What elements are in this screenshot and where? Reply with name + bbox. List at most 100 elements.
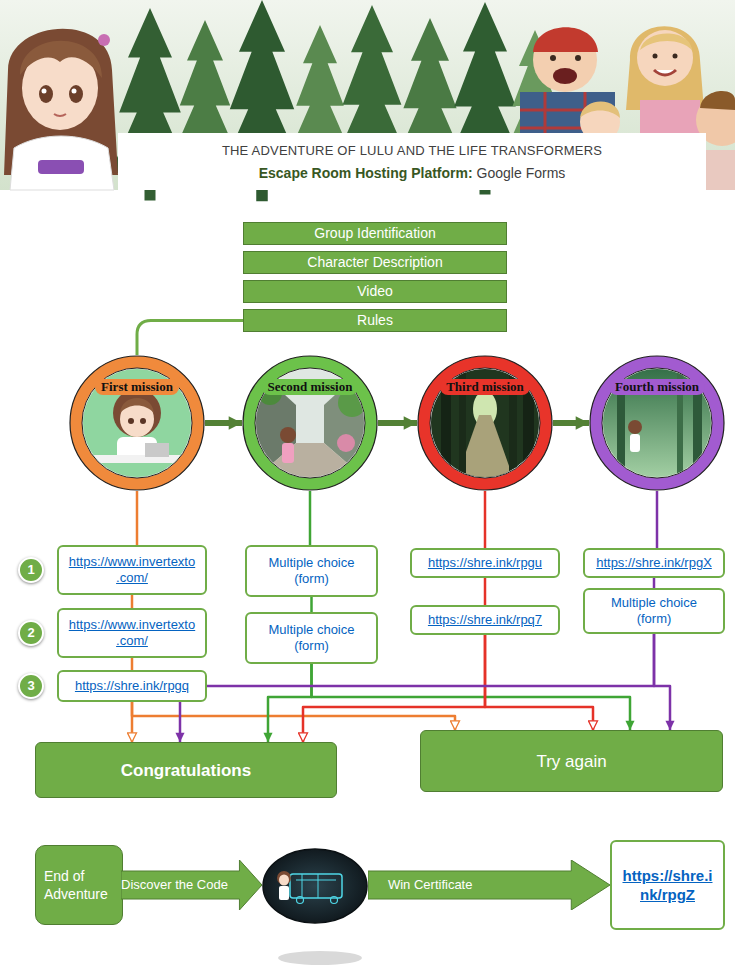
banner: [0, 0, 735, 190]
mission-picture: [250, 363, 370, 483]
arrow-shape: [368, 860, 610, 910]
mission-picture: [83, 455, 191, 463]
mission-circle: Second mission: [242, 355, 378, 491]
girl-avatar: [10, 136, 114, 190]
code-screen: [279, 875, 289, 886]
node-text: Video: [357, 283, 393, 300]
connector-line: [309, 491, 312, 545]
kids-photo: [700, 91, 735, 110]
connector-arrow: [205, 420, 242, 426]
node-text: Win Certificate: [388, 877, 473, 893]
kids-photo: [626, 26, 704, 110]
connector-line: [136, 491, 139, 545]
mission-picture: [120, 398, 154, 413]
node-text: https://shre.ink/rpgX: [596, 555, 712, 571]
step-bar: Video: [243, 280, 507, 303]
banner: [0, 0, 735, 201]
connector-line: [484, 578, 487, 605]
end-box: End of Adventure: [35, 845, 123, 925]
connector-line: [653, 578, 656, 588]
mission-ring: [243, 356, 377, 490]
result-box: Try again: [420, 730, 723, 792]
mission-picture: [597, 363, 717, 483]
kids-photo: [654, 70, 676, 75]
mission-ring: [590, 356, 724, 490]
node-text: https://shre.ink/rpgZ: [618, 866, 717, 904]
link-box: https://www.invertexto.com/: [57, 545, 207, 595]
node-text: https://shre.ink/rpq7: [428, 612, 542, 628]
connector-line: [131, 595, 134, 608]
girl-avatar: [4, 29, 118, 190]
code-screen: [296, 874, 336, 898]
node-text: Discover the Code: [121, 877, 144, 893]
mission-picture: [77, 363, 197, 483]
link-box: https://shre.ink/rpgq: [57, 670, 207, 702]
callout-number: 3: [18, 673, 44, 699]
code-screen: [263, 849, 367, 923]
step-bar: Character Description: [243, 251, 507, 274]
kids-photo: [640, 34, 692, 51]
mission-ring: [589, 355, 725, 491]
mission-circle: Fourth mission: [589, 355, 725, 491]
certificate-box: https://shre.ink/rpgZ: [610, 840, 725, 930]
kids-photo: [533, 28, 597, 92]
mission-picture: [280, 427, 296, 443]
mission-picture: [250, 363, 370, 483]
kids-photo: [580, 102, 620, 119]
node-text: Multiple choice (form): [255, 622, 368, 654]
arrow-shape: Discover the Code: [121, 860, 262, 910]
arrow-shape: [121, 860, 262, 910]
mission-picture: [425, 363, 545, 483]
node-text: Fourth mission: [609, 379, 705, 395]
kids-photo: [575, 55, 581, 61]
mission-circle: First mission: [69, 355, 205, 491]
code-screen: [277, 871, 291, 885]
code-screen: [278, 951, 362, 965]
callout-number: 2: [18, 620, 44, 646]
mission-picture: [628, 420, 642, 434]
mission-picture: [597, 363, 717, 483]
mission-picture: [128, 418, 134, 424]
code-screen: [331, 897, 338, 904]
mission-ring: [255, 368, 365, 478]
node-text: Rules: [357, 312, 393, 329]
connector-line: [310, 597, 313, 612]
connector-line: [656, 491, 659, 548]
mission-picture: [630, 434, 640, 452]
subtitle-text: Google Forms: [477, 165, 566, 181]
mission-picture: [77, 363, 197, 483]
banner: [118, 133, 706, 190]
link-box: https://shre.ink/rpgu: [410, 548, 560, 578]
connector-line: [131, 658, 134, 670]
mission-ring: [242, 355, 378, 491]
mission-ring: [417, 355, 553, 491]
mission-ring: [602, 368, 712, 478]
kids-photo: [533, 27, 598, 52]
connector-arrow: [268, 664, 312, 742]
form-box: Multiple choice (form): [583, 588, 725, 634]
mission-ring: [418, 356, 552, 490]
mission-picture: [597, 363, 717, 483]
mission-picture: [425, 363, 545, 483]
connector-arrow: [378, 420, 417, 426]
kids-photo: [550, 55, 556, 61]
mission-ring: [76, 362, 198, 484]
connector-line: [484, 491, 487, 548]
code-screen: [290, 874, 342, 898]
link-box: https://shre.ink/rpq7: [410, 605, 560, 635]
node-text: https://shre.ink/rpgq: [75, 678, 189, 694]
mission-ring: [424, 362, 546, 484]
connector-arrow: [654, 634, 670, 730]
connector-arrow: [553, 420, 589, 426]
link-box: https://www.invertexto.com/: [57, 608, 207, 658]
code-screen: [297, 897, 304, 904]
mission-picture: [140, 418, 146, 424]
mission-ring: [69, 355, 205, 491]
node-text: Multiple choice (form): [593, 595, 715, 627]
node-text: Character Description: [307, 254, 442, 271]
mission-ring: [596, 362, 718, 484]
connector-arrow: [312, 664, 631, 730]
diagram-title: THE ADVENTURE OF LULU AND THE LIFE TRANS…: [118, 143, 706, 159]
mission-picture: [113, 389, 161, 437]
